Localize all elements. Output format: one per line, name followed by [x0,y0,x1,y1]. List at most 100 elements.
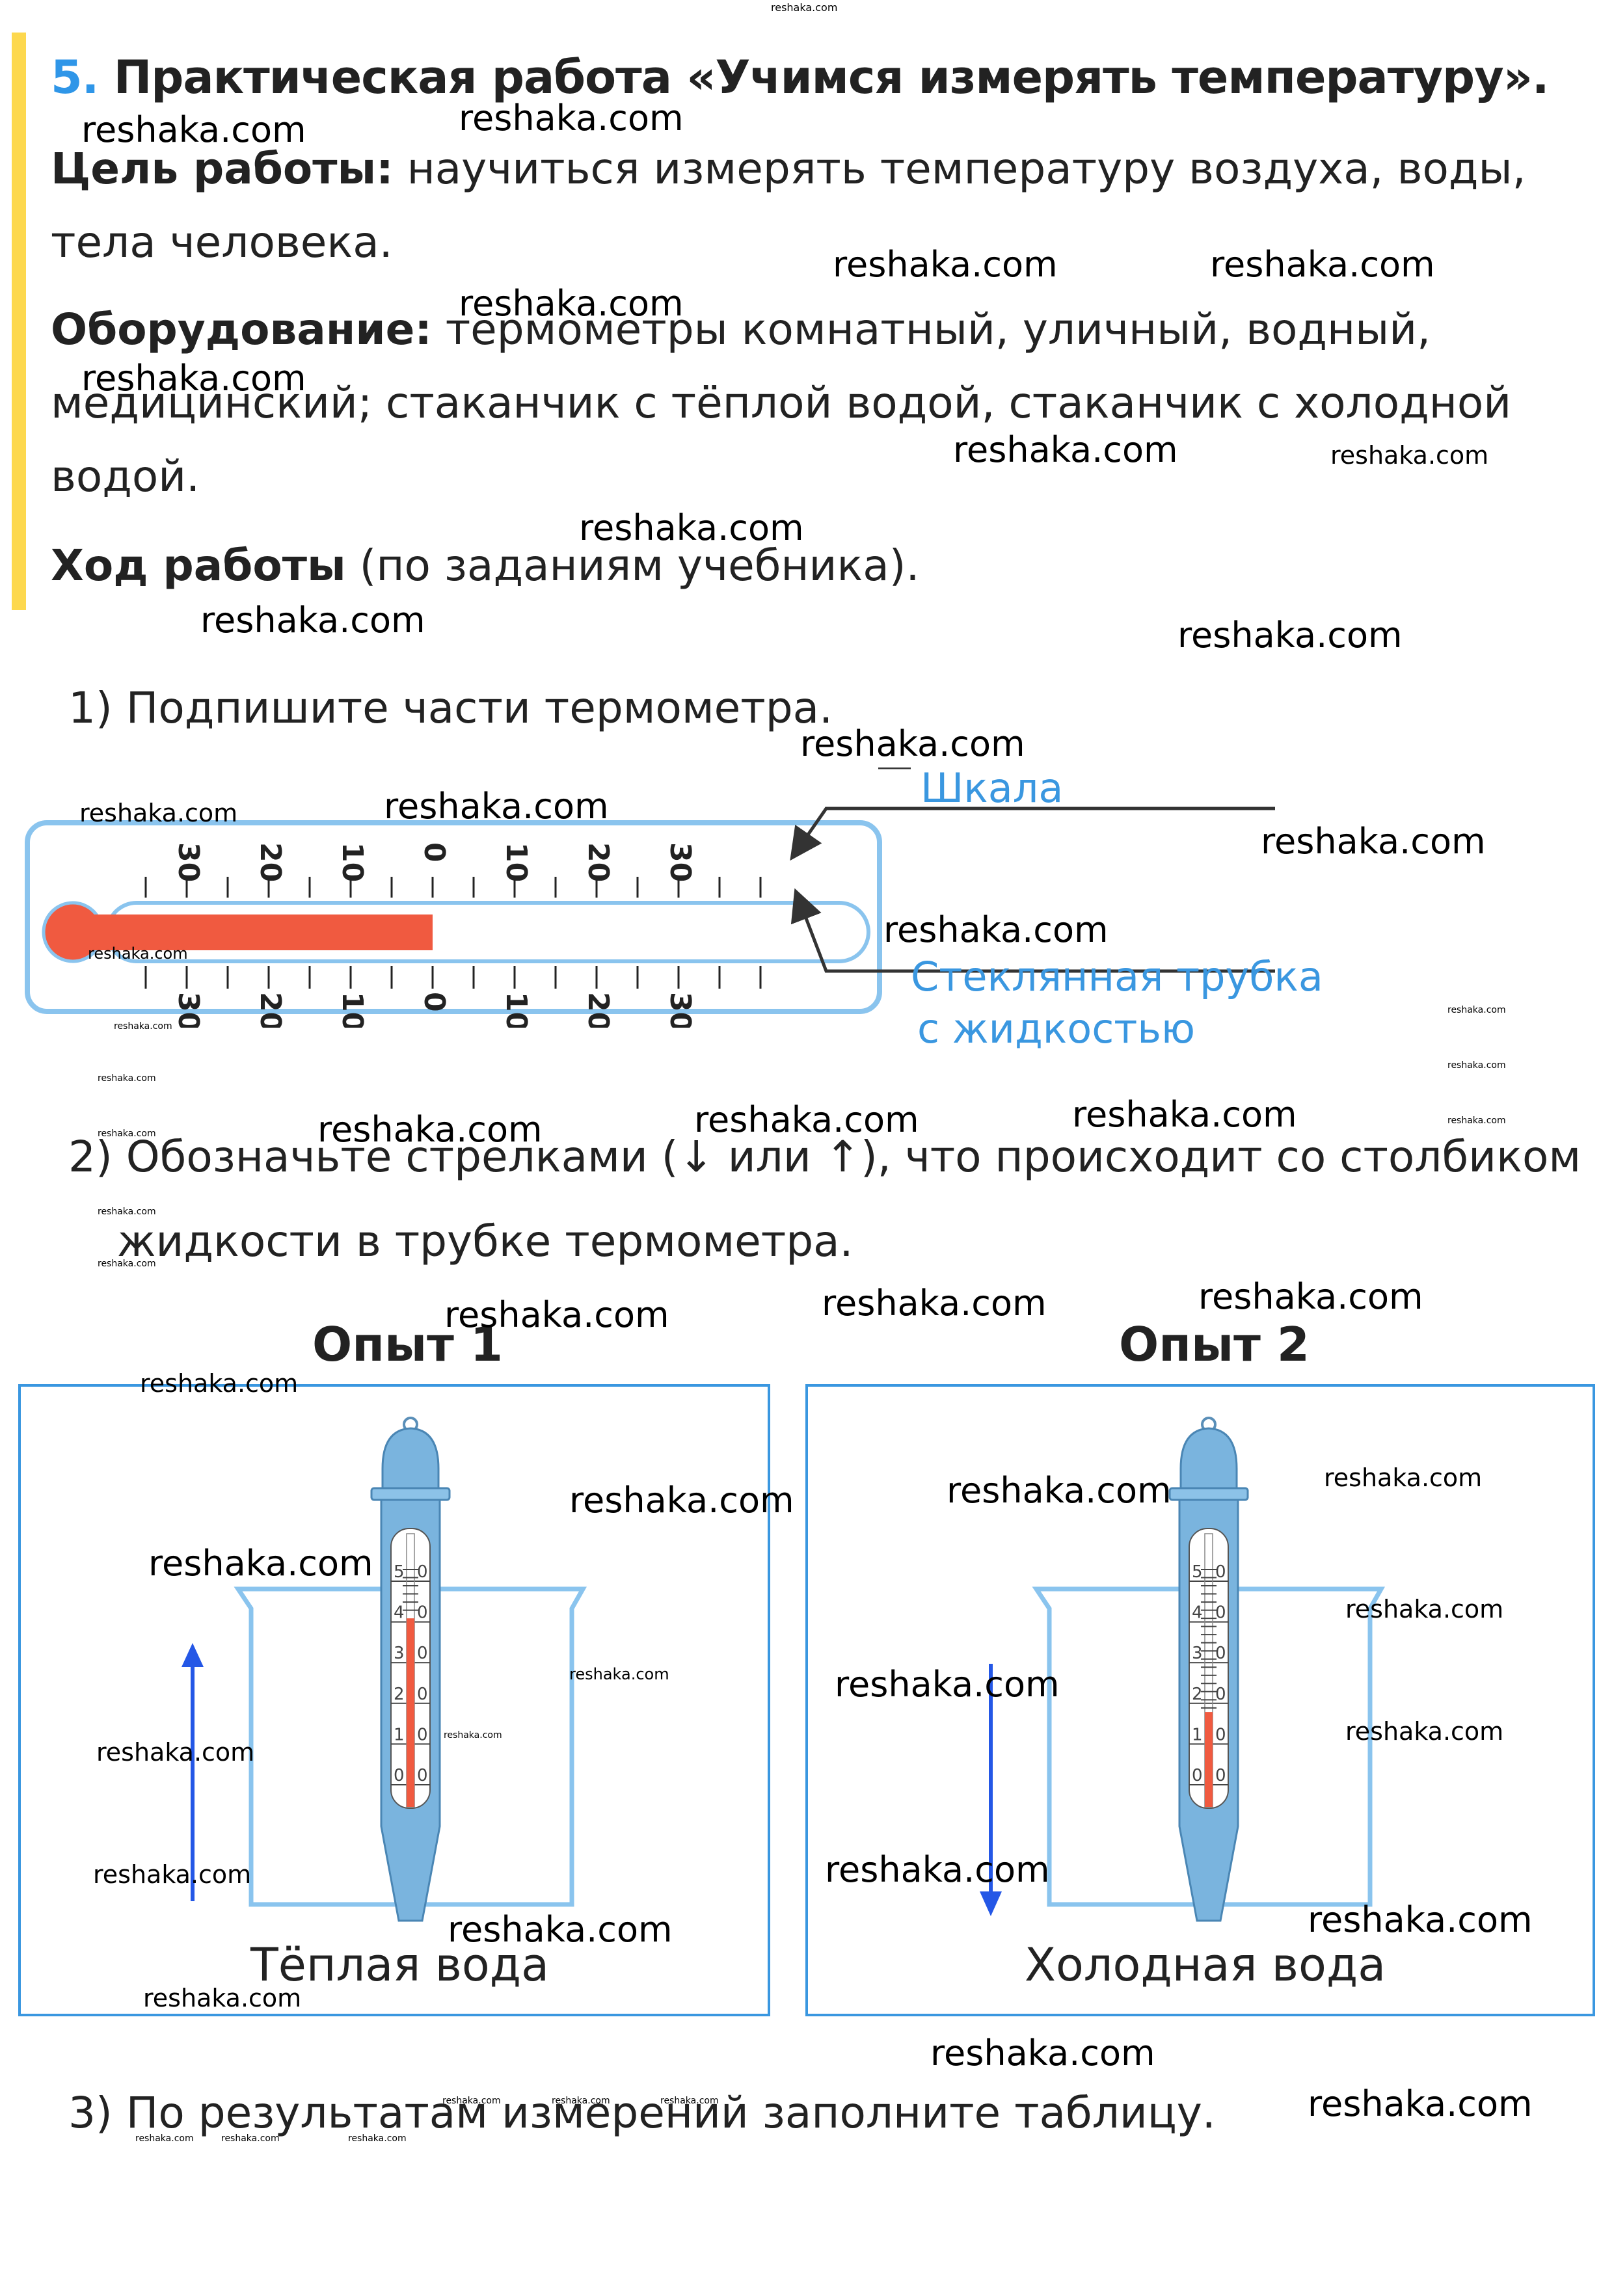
watermark: reshaka.com [459,283,684,324]
watermark: reshaka.com [930,2033,1155,2074]
scale-digit: 5 [1192,1562,1203,1582]
scale-digit: 3 [1192,1644,1203,1663]
arrow-down-icon [980,1891,1002,1916]
scale-digit-zero: 0 [417,1603,428,1623]
watermark: reshaka.com [98,1128,156,1139]
watermark: reshaka.com [200,600,425,641]
goal-label: Цель работы: [51,144,394,194]
equipment-text: термометры комнатный, уличный, водный, [445,304,1431,354]
equipment-label: Оборудование: [51,304,432,354]
scale-digit-zero: 0 [417,1766,428,1785]
scale-label-top: 10 [500,842,533,882]
scale-label-bottom: 10 [500,992,533,1028]
scale-digit-zero: 0 [1215,1603,1226,1623]
scale-digit-zero: 0 [1215,1685,1226,1704]
watermark: reshaka.com [88,944,188,963]
watermark: reshaka.com [384,786,609,827]
procedure-text: (по заданиям учебника). [359,541,920,591]
watermark: reshaka.com [822,1283,1047,1324]
watermark: reshaka.com [660,2096,719,2106]
watermark: reshaka.com [93,1860,252,1889]
scale-digit-zero: 0 [1215,1644,1226,1663]
watermark: reshaka.com [947,1470,1172,1511]
watermark: reshaka.com [1308,2083,1533,2124]
scale-digit: 4 [394,1603,405,1623]
scale-digit-zero: 0 [417,1562,428,1582]
watermark: reshaka.com [953,429,1178,470]
watermark: reshaka.com [1308,1899,1533,1940]
experiment-2-title: Опыт 2 [1119,1317,1310,1372]
liquid-column [407,1618,414,1807]
goal-line-2: тела человека. [51,217,393,267]
equipment-line-3: водой. [51,451,200,501]
thermometer-cap [381,1427,440,1493]
liquid-column [91,914,433,950]
liquid-column [1205,1712,1213,1807]
watermark: reshaka.com [569,1480,794,1521]
task-3-text: 3) По результатам измерений заполните та… [68,2088,1216,2138]
scale-label-top: 20 [254,842,287,882]
cap-rim [370,1487,451,1501]
watermark: reshaka.com [1345,1717,1504,1746]
watermark: reshaka.com [348,2133,407,2144]
watermark: reshaka.com [448,1909,673,1950]
watermark: reshaka.com [1072,1094,1297,1135]
watermark: reshaka.com [694,1099,919,1140]
title-text: Практическая работа «Учимся измерять тем… [113,51,1550,104]
scale-label-top: 30 [664,842,697,882]
watermark: reshaka.com [221,2133,280,2144]
thermometer-cap [1179,1427,1238,1493]
label-glass-tube-2: с жидкостью [917,1005,1196,1052]
scale-label-bottom: 10 [336,992,369,1028]
watermark: reshaka.com [98,1259,156,1269]
section-highlight-bar [12,33,26,610]
scale-digit: 3 [394,1644,405,1663]
beaker [234,1586,587,1907]
watermark: reshaka.com [569,1665,669,1683]
watermark: reshaka.com [81,109,306,150]
watermark: reshaka.com [96,1738,255,1767]
watermark: reshaka.com [552,2096,610,2106]
header-watermark: reshaka.com [771,1,838,14]
scale-label-bottom: 30 [664,992,697,1028]
scale-digit: 4 [1192,1603,1203,1623]
scale-label-bottom: 20 [582,992,615,1028]
watermark: reshaka.com [459,98,684,139]
scale-label-top: 30 [172,842,205,882]
title-number: 5. [51,51,99,104]
watermark: reshaka.com [1177,615,1403,656]
goal-text: научиться измерять температуру воздуха, … [407,144,1526,194]
experiment-1-caption: Тёплая вода [250,1938,549,1992]
watermark: reshaka.com [143,1984,302,2012]
scale-label-bottom: 20 [254,992,287,1028]
scale-digit: 1 [394,1725,405,1744]
watermark: reshaka.com [148,1543,373,1584]
beaker [1032,1586,1386,1907]
watermark: reshaka.com [579,507,804,548]
experiment-1-panel [18,1384,770,2016]
equipment-line-1: Оборудование: термометры комнатный, улич… [51,294,1431,366]
scale-digit: 1 [1192,1725,1203,1744]
page-title: 5. Практическая работа «Учимся измерять … [51,51,1550,104]
watermark: reshaka.com [1198,1276,1423,1317]
watermark: reshaka.com [98,1073,156,1084]
watermark: reshaka.com [1324,1463,1483,1492]
scale-window [1189,1528,1229,1809]
watermark: reshaka.com [835,1664,1060,1705]
scale-digit-zero: 0 [417,1725,428,1744]
watermark: reshaka.com [1261,821,1486,862]
watermark: reshaka.com [833,244,1058,285]
label-glass-tube: Стеклянная трубка [911,953,1323,1000]
task-1-text: 1) Подпишите части термометра. [68,683,833,733]
equipment-line-2: медицинский; стаканчик с тёплой водой, с… [51,378,1512,428]
watermark: reshaka.com [140,1369,299,1398]
watermark: reshaka.com [135,2133,194,2144]
watermark: reshaka.com [1210,244,1435,285]
watermark: reshaka.com [1447,1005,1506,1015]
scale-label-bottom: 30 [172,992,205,1028]
watermark: reshaka.com [79,799,238,827]
